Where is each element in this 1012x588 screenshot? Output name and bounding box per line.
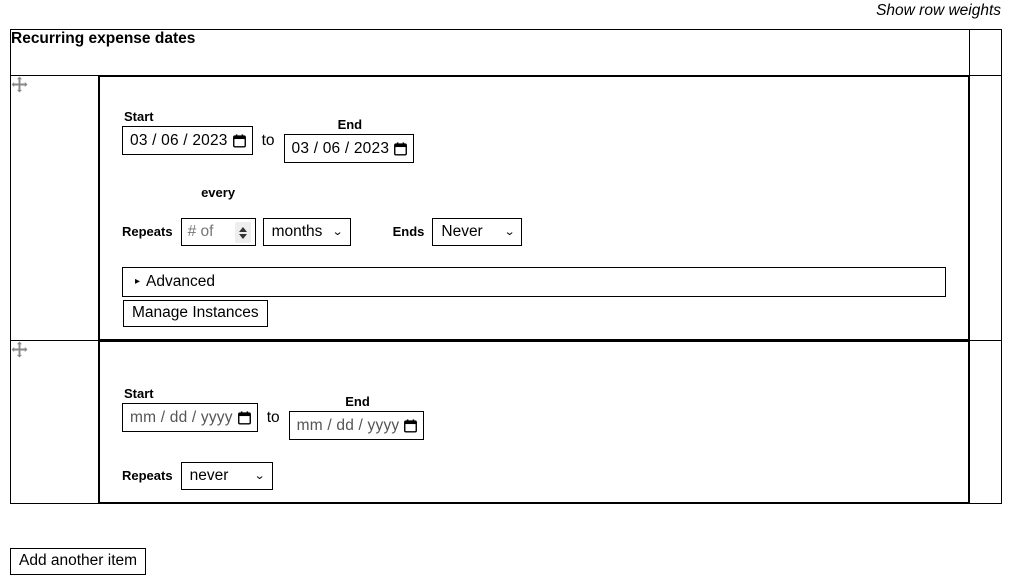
- repeats-label: Repeats: [122, 224, 173, 239]
- drag-handle-cell[interactable]: [10, 340, 99, 504]
- recurring-date-fieldset: Start 03 / 06 / 2023: [99, 76, 970, 340]
- table-head: Recurring expense dates: [9, 29, 1003, 76]
- repeats-select[interactable]: never ⌄: [180, 462, 273, 490]
- stepper-up-icon[interactable]: [238, 226, 247, 232]
- table-row: Start 03 / 06 / 2023: [10, 75, 1003, 341]
- recurring-date-fieldset: Start mm / dd / yyyy: [99, 341, 970, 503]
- interval-unit-value: months: [271, 223, 323, 240]
- recurring-date-cell: Start 03 / 06 / 2023: [97, 75, 971, 341]
- drag-handle-cell[interactable]: [10, 75, 99, 341]
- add-another-item-button[interactable]: Add another item: [10, 548, 147, 575]
- manage-instances-button[interactable]: Manage Instances: [123, 300, 268, 327]
- every-label: every: [201, 185, 236, 200]
- advanced-disclosure[interactable]: ▸ Advanced: [122, 267, 946, 297]
- calendar-icon[interactable]: [394, 141, 408, 156]
- interval-number-input[interactable]: # of: [180, 218, 256, 246]
- stepper-down-icon[interactable]: [238, 233, 247, 239]
- recurring-dates-table: Recurring expense dates: [9, 29, 1003, 504]
- end-date-label: End: [337, 117, 363, 132]
- chevron-down-icon: ⌄: [332, 225, 344, 238]
- recurring-date-cell: Start mm / dd / yyyy: [97, 340, 971, 504]
- table-header-row: Recurring expense dates: [9, 29, 1003, 76]
- start-date-field: Start mm / dd / yyyy: [122, 386, 258, 432]
- ends-label: Ends: [392, 224, 425, 239]
- row-weights-toggle-container: Show row weights: [876, 2, 1001, 20]
- triangle-right-icon: ▸: [135, 276, 141, 287]
- table-row: Start mm / dd / yyyy: [10, 340, 1003, 504]
- add-item-container: Add another item: [10, 548, 147, 575]
- advanced-label: Advanced: [146, 273, 215, 290]
- weight-column-header: [969, 29, 1003, 76]
- page-title: Recurring expense dates: [9, 29, 971, 76]
- move-icon[interactable]: [11, 341, 28, 358]
- end-date-field: End mm / dd / yyyy: [288, 394, 425, 440]
- advanced-summary[interactable]: ▸ Advanced: [135, 273, 215, 291]
- calendar-icon[interactable]: [232, 133, 246, 148]
- ends-value: Never: [441, 223, 483, 240]
- date-range-separator: to: [266, 409, 280, 426]
- chevron-down-icon: ⌄: [504, 225, 516, 238]
- end-date-input[interactable]: 03 / 06 / 2023: [283, 134, 415, 163]
- show-row-weights-link[interactable]: Show row weights: [876, 2, 1001, 19]
- end-date-input[interactable]: mm / dd / yyyy: [288, 411, 425, 440]
- date-range-separator: to: [261, 132, 275, 149]
- calendar-icon[interactable]: [404, 418, 418, 433]
- table-body: Start 03 / 06 / 2023: [10, 75, 1003, 504]
- number-stepper[interactable]: [234, 222, 251, 243]
- repeats-label: Repeats: [122, 468, 173, 483]
- move-icon[interactable]: [11, 76, 28, 93]
- date-range-row: Start mm / dd / yyyy: [122, 386, 956, 440]
- start-date-value: 03 / 06 / 2023: [130, 131, 228, 149]
- row-weight-cell: [969, 75, 1003, 341]
- repeat-settings-row: Repeats never ⌄: [122, 462, 956, 490]
- start-date-label: Start: [124, 386, 154, 401]
- chevron-down-icon: ⌄: [254, 469, 266, 482]
- start-date-input[interactable]: 03 / 06 / 2023: [122, 126, 253, 155]
- start-date-input[interactable]: mm / dd / yyyy: [122, 403, 258, 432]
- start-date-label: Start: [124, 109, 154, 124]
- end-date-field: End 03 / 06 / 2023: [283, 117, 415, 163]
- interval-unit-select[interactable]: months ⌄: [262, 218, 351, 246]
- row-weight-cell: [969, 340, 1003, 504]
- end-date-value: 03 / 06 / 2023: [291, 139, 390, 157]
- end-date-label: End: [345, 394, 370, 409]
- every-interval-group: every # of: [180, 185, 256, 246]
- interval-placeholder-text: # of: [187, 223, 214, 240]
- calendar-icon[interactable]: [237, 410, 251, 425]
- start-date-field: Start 03 / 06 / 2023: [122, 109, 253, 155]
- repeat-settings-row: Repeats every # of: [122, 185, 956, 246]
- end-date-value: mm / dd / yyyy: [296, 416, 400, 434]
- ends-select[interactable]: Never ⌄: [432, 218, 523, 246]
- repeats-value: never: [189, 467, 229, 484]
- start-date-value: mm / dd / yyyy: [130, 408, 233, 426]
- date-range-row: Start 03 / 06 / 2023: [122, 109, 956, 163]
